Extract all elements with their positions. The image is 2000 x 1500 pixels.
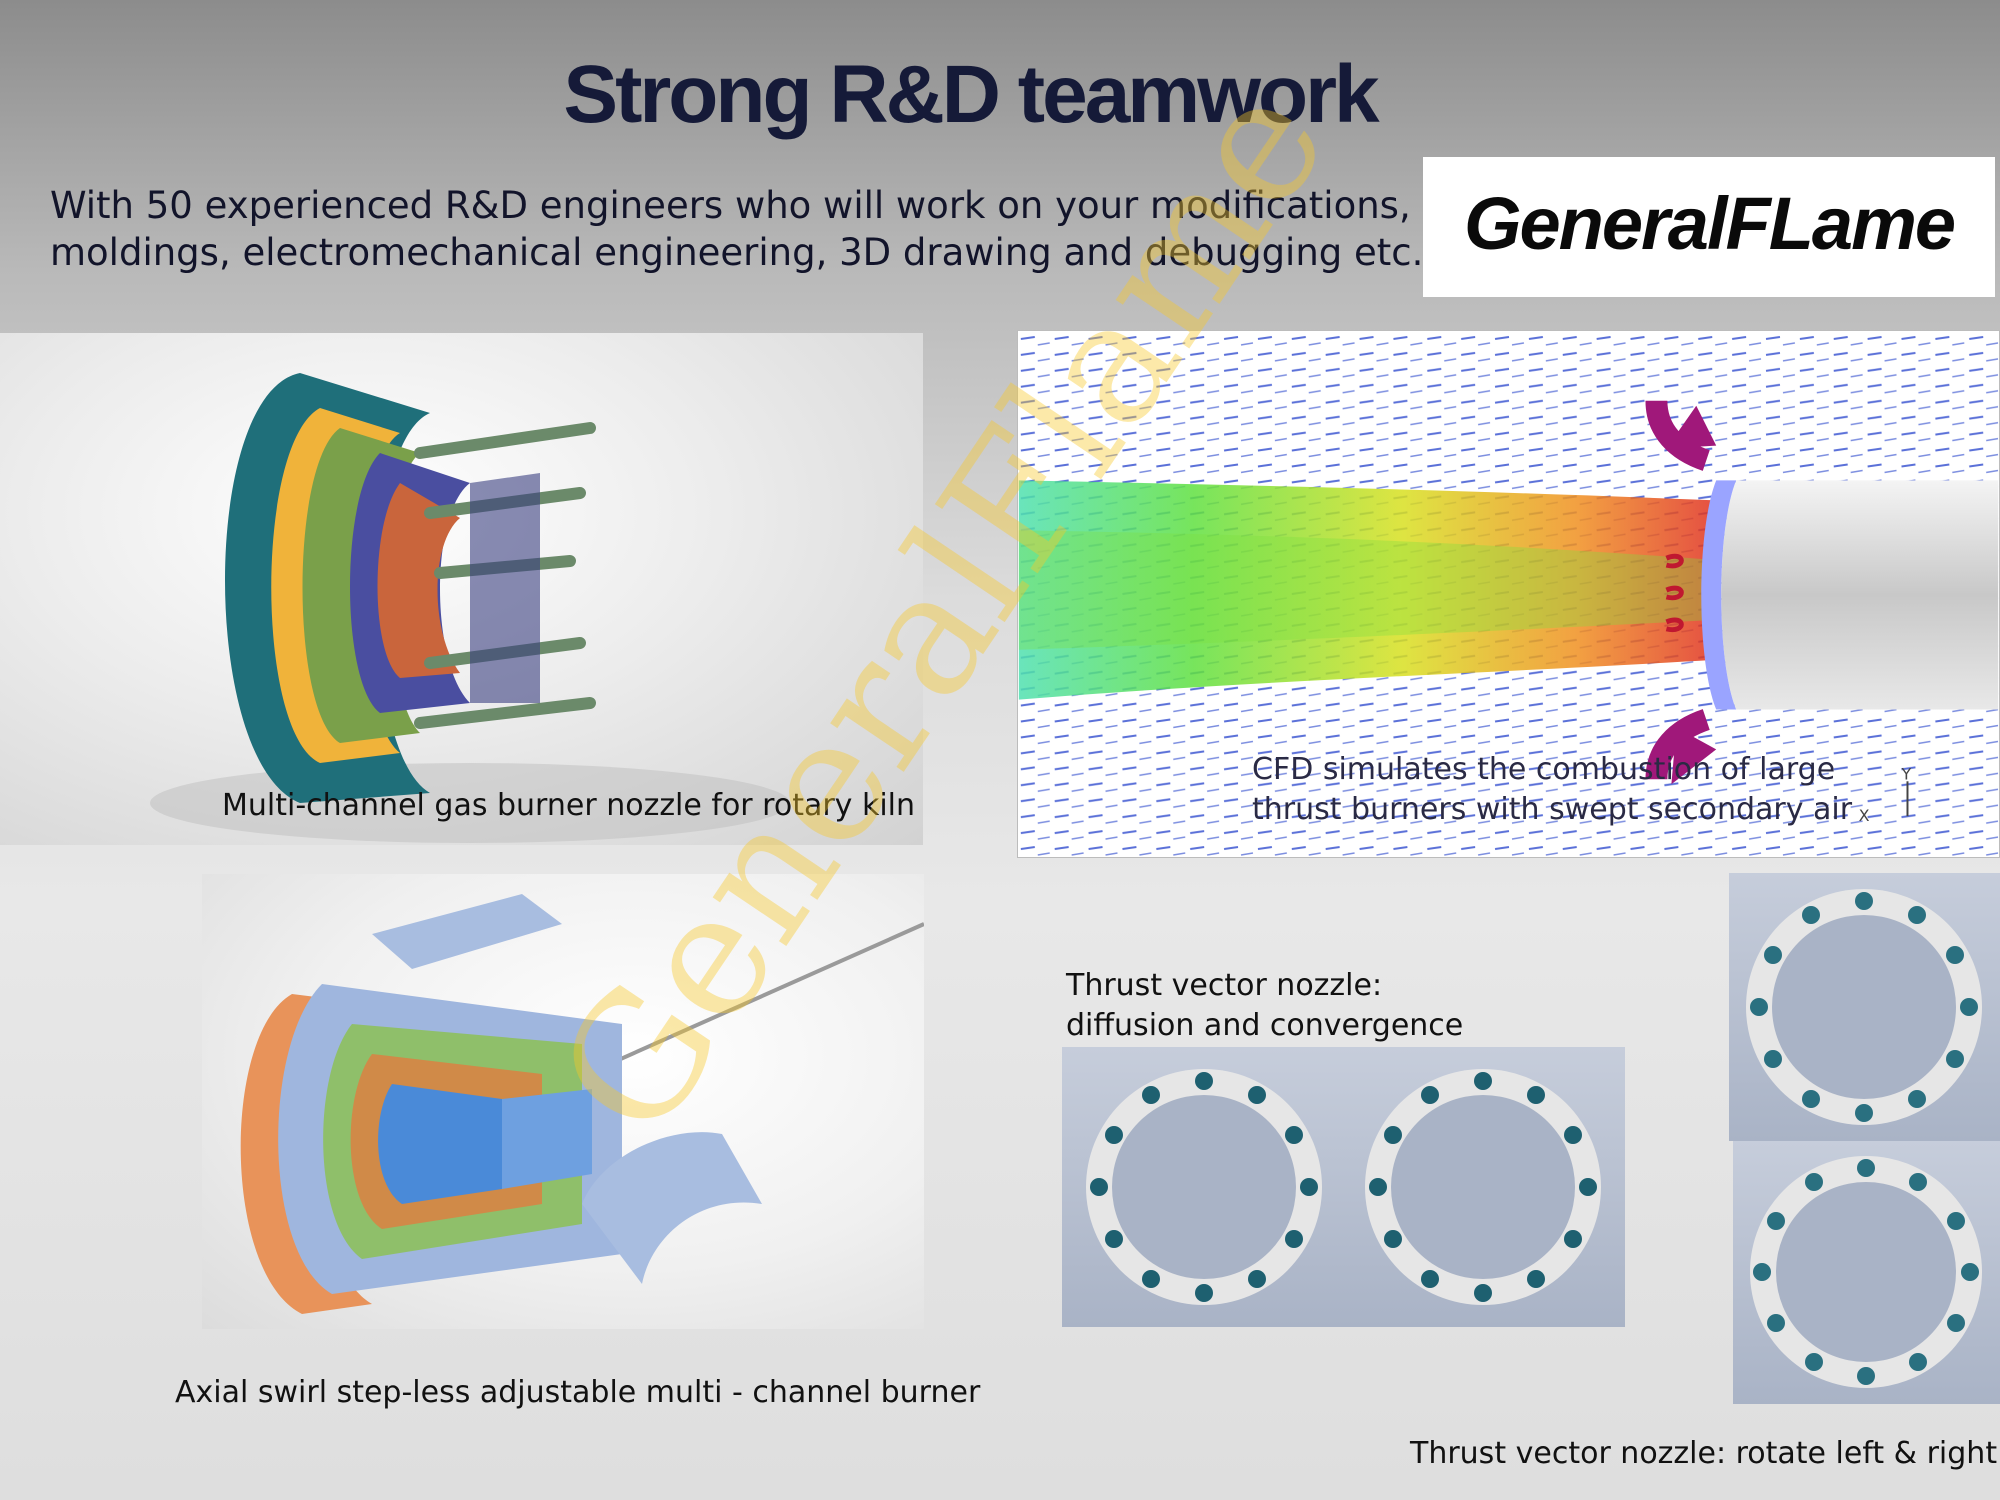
cfd-caption-line-1: CFD simulates the combustion of large bbox=[1252, 752, 1836, 787]
kiln-caption: Multi-channel gas burner nozzle for rota… bbox=[222, 788, 916, 823]
diffusion-caption-line-2: diffusion and convergence bbox=[1066, 1008, 1464, 1043]
swirl-caption: Axial swirl step-less adjustable multi -… bbox=[175, 1375, 981, 1410]
rotate-caption: Thrust vector nozzle: rotate left & righ… bbox=[1410, 1436, 1998, 1471]
intro-line-1: With 50 experienced R&D engineers who wi… bbox=[50, 184, 1411, 227]
company-logo: GeneralFLame bbox=[1423, 157, 1995, 297]
rotate-nozzle-graphic-bottom bbox=[1750, 1156, 1982, 1388]
cfd-simulation-image: Y X bbox=[1017, 330, 2000, 858]
diffusion-nozzle-image bbox=[1062, 1047, 1625, 1327]
diffusion-nozzle-graphic bbox=[1086, 1069, 1601, 1305]
intro-text: With 50 experienced R&D engineers who wi… bbox=[50, 182, 1424, 276]
cfd-axis-x-label: X bbox=[1859, 806, 1870, 825]
swirl-burner-image bbox=[202, 874, 924, 1329]
cfd-caption: CFD simulates the combustion of large th… bbox=[1252, 750, 1852, 830]
rotate-nozzle-image-top bbox=[1729, 873, 2000, 1141]
slide-title: Strong R&D teamwork bbox=[563, 49, 1379, 140]
cfd-caption-line-2: thrust burners with swept secondary air bbox=[1252, 792, 1853, 827]
swirl-burner-graphic bbox=[240, 894, 924, 1314]
kiln-burner-graphic bbox=[150, 373, 790, 843]
rotate-nozzle-graphic-top bbox=[1746, 889, 1982, 1125]
cfd-graphic: Y X bbox=[1018, 331, 1999, 857]
rotate-nozzle-image-bottom bbox=[1733, 1141, 2000, 1404]
kiln-burner-image bbox=[0, 333, 923, 845]
logo-graphic: GeneralFLame bbox=[1464, 182, 1957, 265]
diffusion-caption-line-1: Thrust vector nozzle: bbox=[1066, 968, 1383, 1003]
logo-wordmark: GeneralFLame bbox=[1464, 182, 1955, 265]
cfd-axis-y-label: Y bbox=[1901, 764, 1912, 783]
diffusion-caption: Thrust vector nozzle: diffusion and conv… bbox=[1066, 966, 1463, 1046]
intro-line-2: moldings, electromechanical engineering,… bbox=[50, 231, 1424, 274]
